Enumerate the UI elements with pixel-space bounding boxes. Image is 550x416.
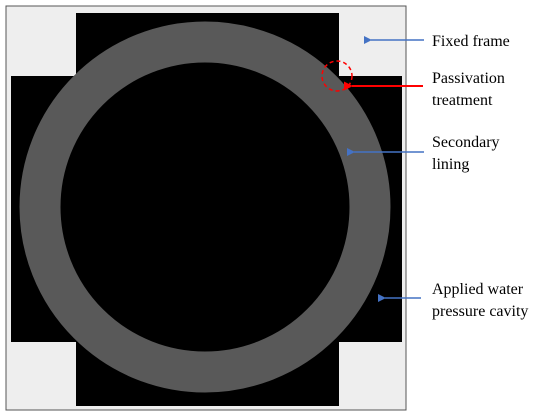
secondary-lining-label-line2: lining <box>432 156 469 173</box>
secondary-lining-ring <box>19 21 391 393</box>
passivation-label-line2: treatment <box>432 92 493 109</box>
passivation-marker-circle <box>321 60 353 92</box>
fixed-frame-label: Fixed frame <box>432 33 510 50</box>
cavity-label-line1: Applied water <box>432 281 524 298</box>
secondary-lining-label-line1: Secondary <box>432 134 500 151</box>
passivation-label-line1: Passivation <box>432 70 505 87</box>
cavity-label-line2: pressure cavity <box>432 303 528 320</box>
